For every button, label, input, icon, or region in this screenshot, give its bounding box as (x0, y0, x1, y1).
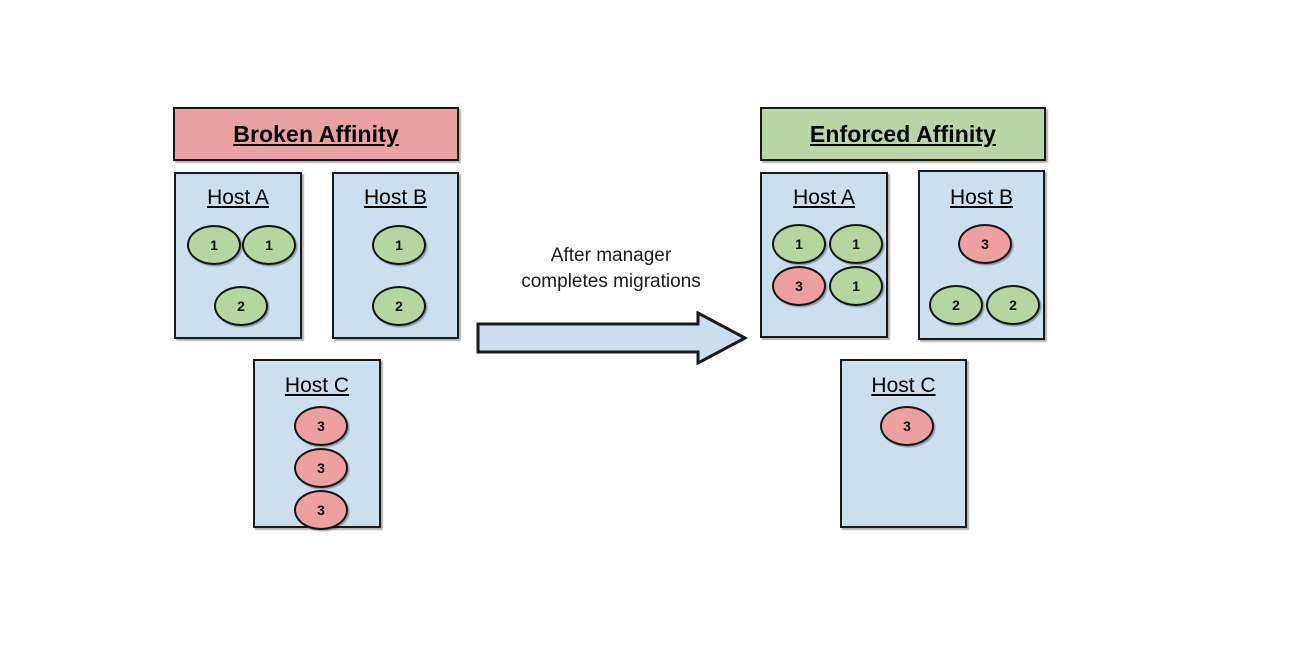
enforced-host-b-label: Host B (949, 186, 1014, 209)
broken-host-b-label: Host B (363, 186, 428, 209)
enforced-affinity-banner: Enforced Affinity (760, 107, 1046, 161)
vm-ellipse: 2 (929, 285, 983, 325)
broken-host-c-box: Host C 3 3 3 (253, 359, 381, 530)
vm-ellipse: 3 (958, 224, 1012, 264)
vm-ellipse: 3 (294, 406, 348, 446)
vm-ellipse: 3 (880, 406, 934, 446)
broken-affinity-banner: Broken Affinity (173, 107, 459, 161)
vm-ellipse: 1 (242, 225, 296, 265)
vm-ellipse: 1 (372, 225, 426, 265)
enforced-host-c-label: Host C (871, 374, 936, 397)
enforced-host-a-box: Host A 1 1 3 1 (760, 172, 888, 338)
broken-affinity-title: Broken Affinity (233, 120, 399, 147)
enforced-host-a-label: Host A (793, 186, 855, 209)
migration-arrow (476, 311, 748, 365)
vm-ellipse: 1 (829, 266, 883, 306)
transition-caption: After manager completes migrations (521, 245, 701, 292)
vm-ellipse: 1 (772, 224, 826, 264)
vm-ellipse: 1 (829, 224, 883, 264)
vm-ellipse: 1 (187, 225, 241, 265)
broken-host-c-label: Host C (284, 374, 350, 397)
enforced-host-b-box: Host B 3 2 2 (918, 170, 1045, 340)
vm-ellipse: 3 (294, 490, 348, 530)
broken-host-a-box: Host A 1 1 2 (174, 172, 302, 339)
enforced-host-c-box: Host C 3 (840, 359, 967, 528)
vm-ellipse: 3 (772, 266, 826, 306)
broken-host-b-box: Host B 1 2 (332, 172, 459, 339)
vm-ellipse: 2 (986, 285, 1040, 325)
broken-host-a-label: Host A (207, 186, 269, 209)
vm-ellipse: 2 (214, 286, 268, 326)
enforced-affinity-title: Enforced Affinity (809, 120, 997, 147)
vm-ellipse: 2 (372, 286, 426, 326)
vm-ellipse: 3 (294, 448, 348, 488)
